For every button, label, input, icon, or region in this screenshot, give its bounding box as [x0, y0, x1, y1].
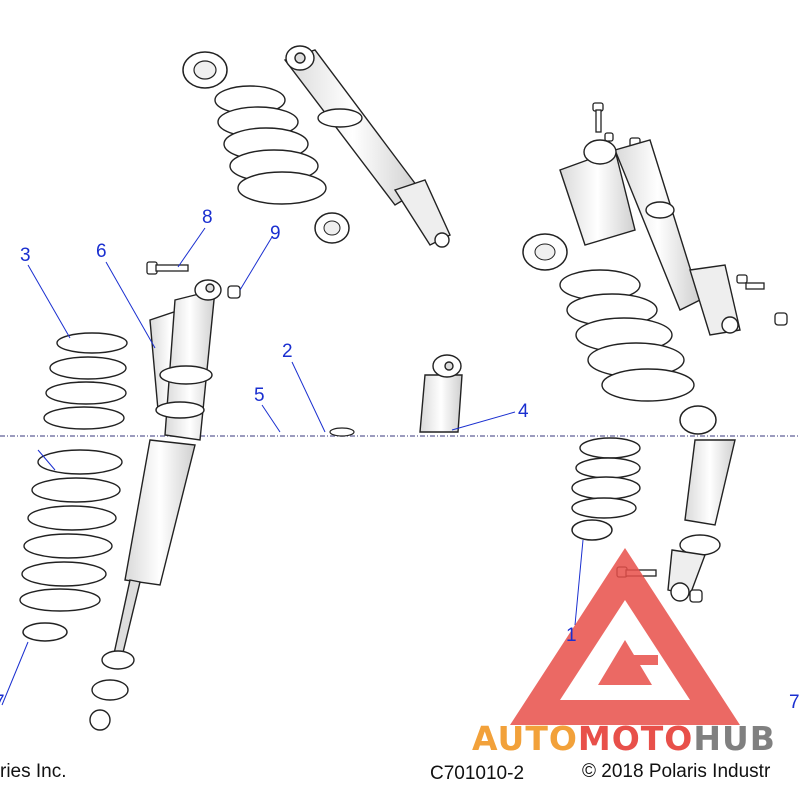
lower-right-spring-seat	[571, 519, 613, 541]
top-retainer	[314, 212, 350, 244]
callout-7-left: 7	[0, 693, 5, 712]
callout-5: 5	[254, 385, 265, 406]
left-nut	[227, 285, 241, 299]
left-spring-seat	[22, 622, 68, 642]
callout-2: 2	[282, 341, 293, 362]
watermark-hub: HUB	[693, 719, 776, 758]
right-retainer	[679, 405, 717, 435]
watermark-logo-mark	[510, 548, 740, 725]
left-bolt	[146, 261, 189, 275]
footer-copyright: © 2018 Polaris Industr	[582, 761, 771, 782]
watermark-auto: AUTO	[472, 719, 578, 758]
callout-leaders	[1, 227, 584, 706]
callout-3: 3	[20, 245, 31, 266]
callout-6: 6	[96, 241, 107, 262]
left-shock-absorber	[89, 279, 222, 731]
center-small-part	[329, 427, 355, 437]
right-spring-seat	[522, 233, 568, 271]
right-bolt-side	[736, 274, 788, 326]
footer-diagram-id: C701010-2	[430, 763, 525, 784]
callout-9: 9	[270, 223, 281, 244]
callout-8: 8	[202, 207, 213, 228]
lower-right-coil-spring	[571, 437, 641, 519]
footer-company: ries Inc.	[0, 761, 67, 782]
top-coil-spring	[214, 85, 327, 205]
callout-4: 4	[518, 401, 529, 422]
right-bolt-top	[592, 102, 641, 149]
callout-1: 1	[566, 625, 577, 646]
right-coil-spring	[559, 269, 695, 402]
top-shock-absorber	[283, 45, 451, 248]
center-small-shock	[419, 354, 463, 433]
watermark-text: AUTOMOTOHUB	[472, 722, 776, 755]
right-shock-body	[559, 139, 741, 336]
lower-right-shock	[667, 439, 736, 602]
callout-7-right: 7	[789, 692, 800, 713]
top-spring-seat	[182, 51, 228, 89]
left-coil-spring	[19, 332, 128, 612]
watermark-moto: MOTO	[577, 719, 694, 758]
